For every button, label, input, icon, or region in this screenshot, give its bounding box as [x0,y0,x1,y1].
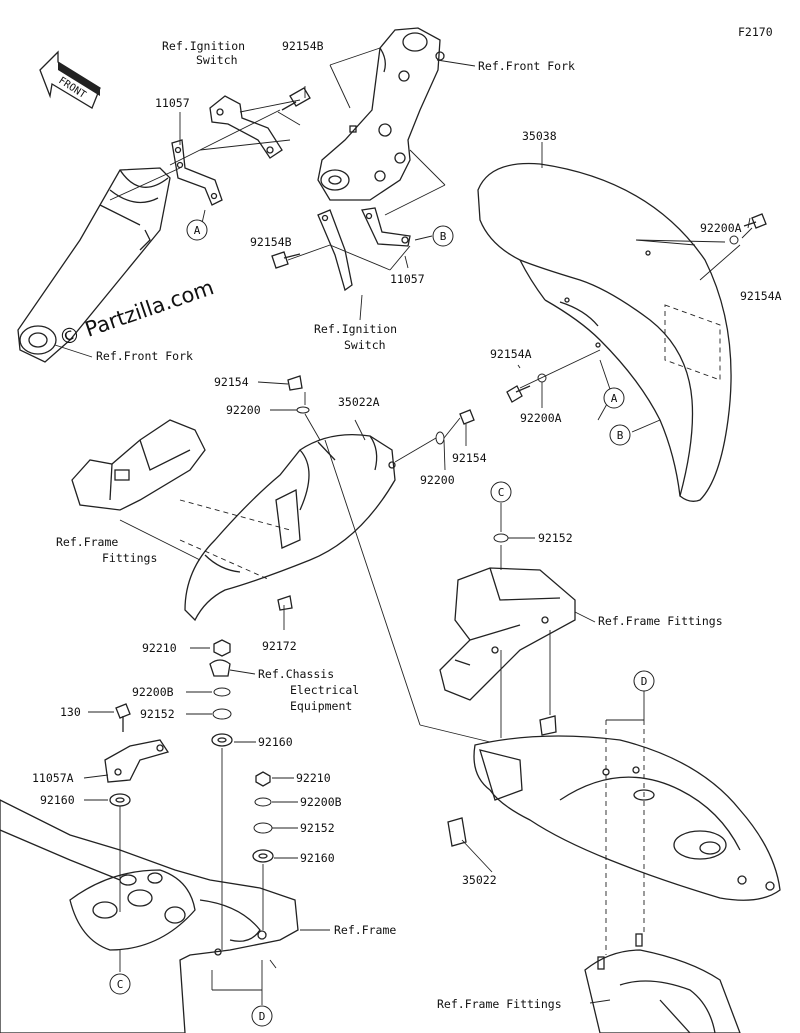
washer-92200B-a [213,687,231,697]
callout-c-top: C [490,481,512,503]
grommet-92160-a [211,733,233,747]
bolt-92172 [277,595,293,611]
label-chassis-electrical-3: Equipment [290,699,352,713]
label-130: 130 [60,705,81,719]
rear-fender-35022A [179,433,396,622]
leader-lines [54,47,753,1005]
washer-92152-a [212,708,232,720]
bolt-130 [115,703,131,732]
label-front-fork-top: Ref.Front Fork [478,59,575,73]
frame-fittings-left [71,419,206,511]
label-92200-left: 92200 [226,403,261,417]
bolt-92154A-left [506,385,531,403]
callout-a-left: A [186,219,208,241]
callout-d-bottom: D [251,1005,273,1027]
front-fender-35038 [477,162,732,502]
label-92200-right: 92200 [420,473,455,487]
label-92152-b: 92152 [300,821,335,835]
label-92200A-left: 92200A [520,411,562,425]
label-front-fork-left: Ref.Front Fork [96,349,193,363]
label-frame: Ref.Frame [334,923,396,937]
bracket-11057A [104,739,170,783]
label-ignition-switch-top-1: Ref.Ignition [162,39,245,53]
bolt-92154B-mid [271,251,301,269]
label-92200A-top: 92200A [700,221,742,235]
callout-c-bottom: C [109,973,131,995]
label-ignition-switch-top-2: Switch [196,53,238,67]
bolt-92154A-right [743,213,767,229]
nut-92210-a [213,639,231,657]
svg-text:C: C [117,978,124,991]
rear-fender-35022 [447,715,781,901]
grommet-92160-c [252,849,274,863]
bolt-92154-right [459,409,475,425]
label-ignition-switch-mid-1: Ref.Ignition [314,322,397,336]
frame-bottom-left [0,799,299,1033]
svg-text:D: D [259,1010,266,1023]
washer-92200-left [296,406,310,414]
label-chassis-electrical-2: Electrical [290,683,359,697]
frame-fittings-bottom [584,933,741,1033]
label-frame-fittings-left-2: Fittings [102,551,157,565]
label-92200B-a: 92200B [132,685,174,699]
label-92154A-right: 92154A [740,289,782,303]
label-frame-fittings-bottom: Ref.Frame Fittings [437,997,562,1011]
callout-a-right: A [603,387,625,409]
washer-92200A-top [729,235,739,245]
label-11057-top: 11057 [155,96,190,110]
washer-92152-b [253,822,273,834]
bracket-11057-left [171,139,223,206]
washer-92152-c [493,533,509,543]
callout-b-mid: B [432,225,454,247]
label-frame-fittings-left-1: Ref.Frame [56,535,118,549]
label-ignition-switch-mid-2: Switch [344,338,386,352]
nut-92210-b [255,771,271,787]
front-fork-upper [317,27,445,201]
svg-text:B: B [617,429,624,442]
label-92152-c: 92152 [538,531,573,545]
bracket-11057-right [317,207,411,292]
callout-d-right: D [633,670,655,692]
label-92160-c: 92160 [300,851,335,865]
label-92154A-left: 92154A [490,347,532,361]
label-frame-fittings-right: Ref.Frame Fittings [598,614,723,628]
front-fork-left [17,167,171,363]
label-92200B-b: 92200B [300,795,342,809]
bolt-92154-left [287,375,303,391]
plug-chassis-electrical [209,659,231,677]
label-35022A: 35022A [338,395,380,409]
washer-92200-right [435,431,445,445]
label-35038: 35038 [522,129,557,143]
label-92160-b: 92160 [40,793,75,807]
front-arrow-icon: FRONT [39,50,101,109]
svg-text:B: B [440,230,447,243]
svg-text:D: D [641,675,648,688]
svg-text:C: C [498,486,505,499]
grommet-92160-b [109,793,131,807]
label-11057A: 11057A [32,771,74,785]
diagram-code: F2170 [738,25,773,39]
label-92154B-mid: 92154B [250,235,292,249]
label-92210-a: 92210 [142,641,177,655]
callout-b-right: B [609,424,631,446]
label-92160-a: 92160 [258,735,293,749]
label-92152-a: 92152 [140,707,175,721]
label-92154-right: 92154 [452,451,487,465]
label-92172: 92172 [262,639,297,653]
label-92210-b: 92210 [296,771,331,785]
label-92154-left: 92154 [214,375,249,389]
svg-text:A: A [611,392,618,405]
label-92154B-top: 92154B [282,39,324,53]
bolt-92154B-top [281,87,311,111]
svg-text:A: A [194,224,201,237]
label-11057-mid: 11057 [390,272,425,286]
label-chassis-electrical-1: Ref.Chassis [258,667,334,681]
frame-fittings-right [439,567,576,701]
label-35022: 35022 [462,873,497,887]
washer-92200B-b [254,797,272,807]
